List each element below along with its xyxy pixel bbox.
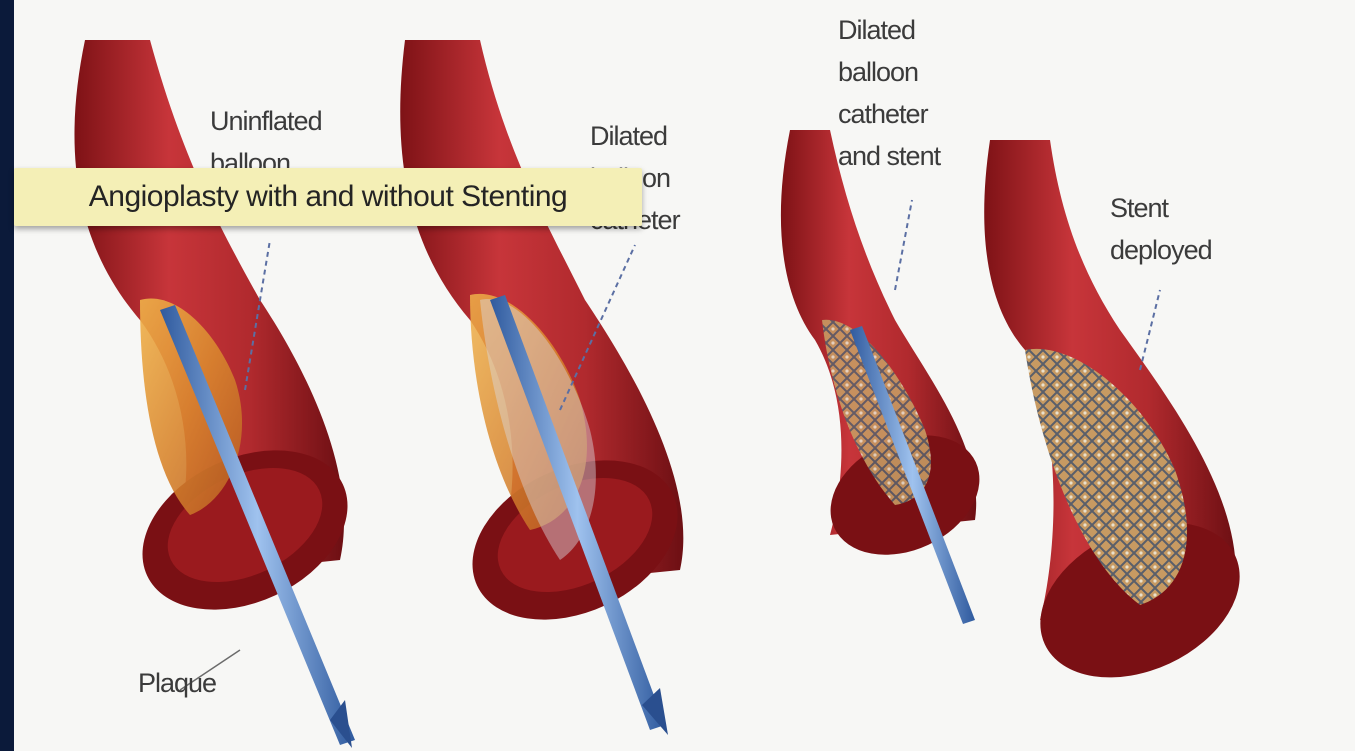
slide-title: Angioplasty with and without Stenting xyxy=(14,168,642,226)
title-banner: Angioplasty with and without Stenting xyxy=(14,168,642,226)
vessel-3 xyxy=(781,130,999,624)
label-plaque: Plaque xyxy=(138,662,216,704)
label-stent-deployed: Stent deployed xyxy=(1110,187,1212,271)
label-dilated-balloon-catheter-and-stent: Dilated balloon catheter and stent xyxy=(838,9,940,177)
